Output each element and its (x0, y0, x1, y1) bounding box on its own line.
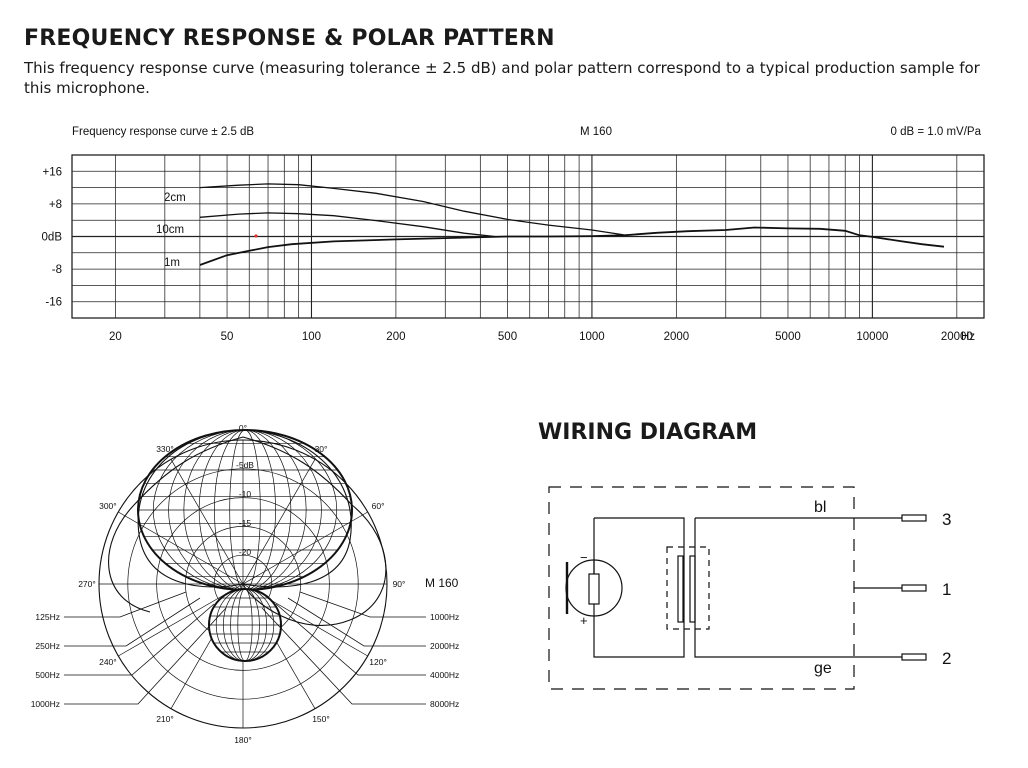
freq-leader-left (64, 597, 201, 647)
freq-leader-left (64, 603, 215, 676)
chart-title: M 160 (580, 126, 612, 138)
polar-angle-label: 30° (315, 444, 328, 454)
y-tick-label: +16 (42, 166, 62, 178)
series-label-1m: 1m (164, 257, 180, 269)
page-title: FREQUENCY RESPONSE & POLAR PATTERN (24, 26, 555, 51)
polar-angle-label: 210° (156, 714, 174, 724)
freq-label-right: 2000Hz (430, 641, 459, 651)
y-tick-label: -8 (52, 264, 62, 276)
freq-label-left: 125Hz (35, 612, 60, 622)
polar-ray (242, 511, 368, 585)
chart-subtitle-left: Frequency response curve ± 2.5 dB (72, 126, 254, 138)
polar-rear-lobe (208, 588, 282, 662)
red-marker-dot (254, 234, 258, 238)
y-tick-label: 0dB (42, 232, 63, 244)
polar-ring-label: -20 (239, 547, 252, 557)
wiring-diagram-title: WIRING DIAGRAM (538, 420, 758, 445)
polar-angle-label: 240° (99, 657, 117, 667)
transformer-core-right (689, 555, 696, 623)
freq-label-left: 1000Hz (31, 699, 60, 709)
frequency-response-chart: Frequency response curve ± 2.5 dB M 160 … (42, 126, 985, 343)
chart-series: 2cm 10cm 1m (156, 183, 945, 269)
wire-ge (694, 518, 902, 658)
polar-angle-label: 180° (234, 735, 252, 745)
transformer-dashed-box (666, 546, 710, 630)
polar-angle-label: 150° (312, 714, 330, 724)
freq-leader-right (299, 591, 426, 618)
pin-3-label: 3 (942, 510, 951, 529)
polar-angle-label: 270° (78, 579, 96, 589)
pin-1-icon (901, 584, 927, 592)
series-line-1m (199, 226, 945, 266)
polar-frequency-leaders (64, 591, 426, 705)
x-tick-label: 10000 (856, 331, 888, 343)
polar-angle-label: 0° (239, 423, 247, 433)
intro-text: This frequency response curve (measuring… (24, 59, 980, 97)
polar-angle-label: 330° (156, 444, 174, 454)
freq-leader-left (64, 591, 187, 618)
series-line-2cm (199, 183, 624, 236)
polar-model-label: M 160 (425, 576, 459, 590)
chart-grid (71, 154, 985, 319)
wire-bottom-label: ge (814, 660, 832, 677)
wire-top-label: bl (814, 499, 826, 516)
x-tick-label: 5000 (775, 331, 801, 343)
freq-label-right: 4000Hz (430, 670, 459, 680)
x-tick-label: 2000 (664, 331, 690, 343)
series-label-10cm: 10cm (156, 224, 184, 236)
x-tick-label: 1000 (579, 331, 605, 343)
polar-curve-mid (137, 429, 352, 588)
polar-response-curves (108, 429, 387, 626)
y-axis-ticks: +16 +8 0dB -8 -16 (42, 166, 63, 308)
capsule-plus-label: + (580, 613, 588, 628)
x-tick-label: 20000 (941, 331, 973, 343)
freq-leader-right (275, 603, 426, 676)
capsule-element-icon (588, 573, 600, 605)
freq-leader-right (287, 597, 426, 647)
pin-1-label: 1 (942, 580, 951, 599)
freq-leader-left (64, 607, 227, 705)
polar-angle-label: 60° (372, 501, 385, 511)
polar-ring-label: -5dB (236, 460, 254, 470)
pin-3-icon (901, 514, 927, 522)
freq-label-left: 250Hz (35, 641, 60, 651)
freq-leader-right (261, 607, 426, 705)
series-line-10cm (199, 212, 495, 238)
polar-ring-label: -10 (239, 489, 252, 499)
freq-label-right: 8000Hz (430, 699, 459, 709)
freq-label-right: 1000Hz (430, 612, 459, 622)
primary-wire (593, 517, 685, 658)
x-axis-unit: Hz (961, 331, 975, 343)
polar-angle-label: 120° (369, 657, 387, 667)
polar-angle-label: 300° (99, 501, 117, 511)
capsule-minus-label: − (580, 550, 588, 565)
shield-dashed-box (548, 486, 855, 690)
y-tick-label: +8 (49, 199, 62, 211)
pin-2-icon (901, 653, 927, 661)
x-tick-label: 50 (221, 331, 234, 343)
x-tick-label: 500 (498, 331, 517, 343)
y-tick-label: -16 (45, 297, 62, 309)
transformer-core-left (677, 555, 684, 623)
polar-labels: 0° 30° 60° 90° 120° 150° 180° 210° 240° 270° 300° 3… (31, 423, 460, 745)
polar-curve-wide (108, 436, 387, 626)
chart-subtitle-right: 0 dB = 1.0 mV/Pa (891, 126, 982, 138)
x-tick-label: 100 (302, 331, 321, 343)
pin-2-label: 2 (942, 649, 951, 668)
x-tick-label: 200 (386, 331, 405, 343)
x-tick-label: 20 (109, 331, 122, 343)
polar-angle-label: 90° (393, 579, 406, 589)
series-label-2cm: 2cm (164, 192, 186, 204)
polar-ring-label: -15 (239, 518, 252, 528)
freq-label-left: 500Hz (35, 670, 60, 680)
